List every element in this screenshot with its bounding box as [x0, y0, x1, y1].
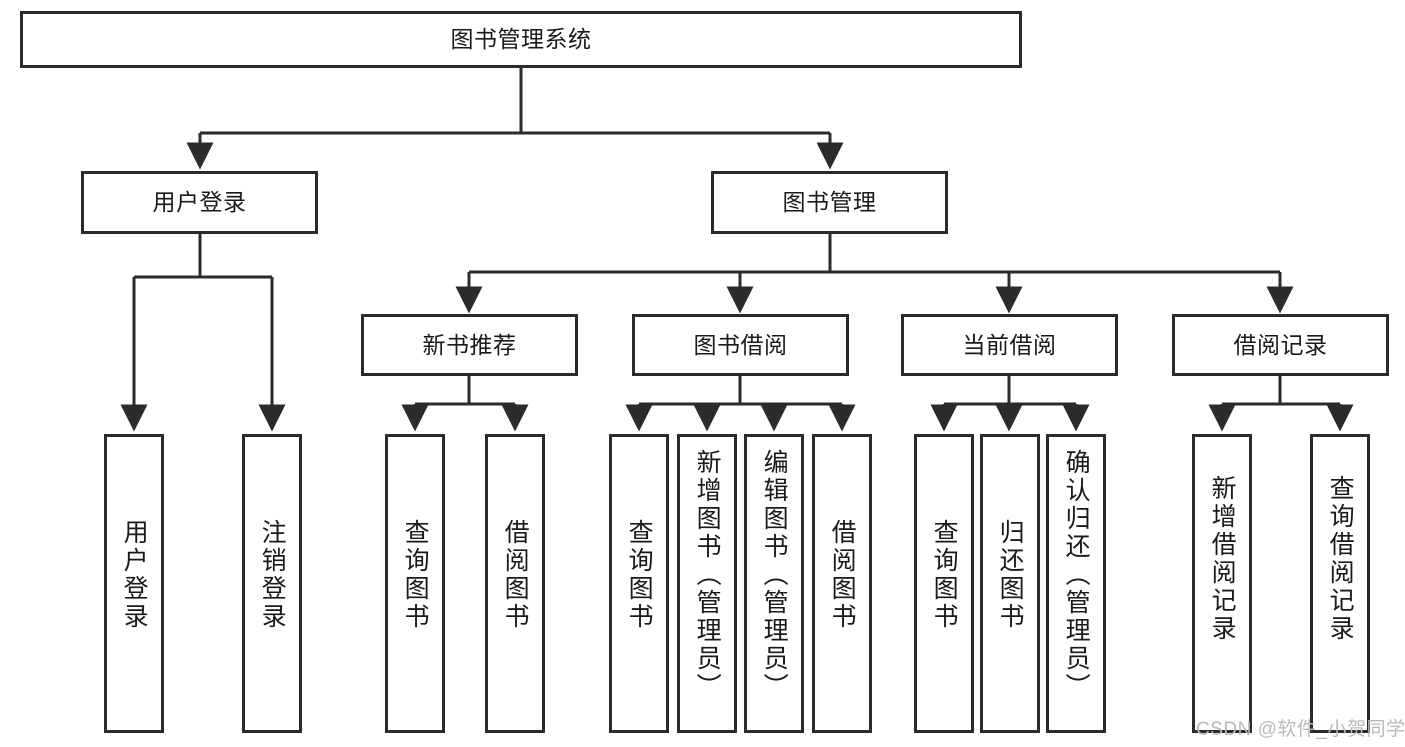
- node-leaf-borrow-book-2-label: 借阅图书: [828, 519, 857, 631]
- node-leaf-return-book-label: 归还图书: [996, 519, 1025, 631]
- node-leaf-confirm-return-label: 确认归还（管理员）: [1062, 449, 1091, 701]
- node-book-borrow-label: 图书借阅: [693, 331, 788, 358]
- node-root-label: 图书管理系统: [450, 26, 592, 53]
- node-leaf-query-book-1[interactable]: 查询图书: [385, 434, 445, 733]
- node-book-manage[interactable]: 图书管理: [711, 171, 948, 234]
- node-new-book-recommend-label: 新书推荐: [422, 331, 517, 358]
- node-leaf-add-book[interactable]: 新增图书（管理员）: [677, 434, 737, 733]
- watermark-text: CSDN @软件_小贺同学: [1196, 719, 1405, 740]
- node-leaf-add-book-label: 新增图书（管理员）: [693, 449, 722, 701]
- node-book-manage-label: 图书管理: [782, 189, 877, 216]
- node-current-borrow-label: 当前借阅: [962, 331, 1057, 358]
- node-leaf-borrow-book-2[interactable]: 借阅图书: [812, 434, 872, 733]
- node-borrow-record-label: 借阅记录: [1233, 331, 1328, 358]
- node-leaf-query-book-2[interactable]: 查询图书: [609, 434, 669, 733]
- node-leaf-query-book-3[interactable]: 查询图书: [914, 434, 974, 733]
- node-leaf-borrow-book-1[interactable]: 借阅图书: [485, 434, 545, 733]
- node-root[interactable]: 图书管理系统: [20, 11, 1022, 68]
- node-leaf-edit-book-label: 编辑图书（管理员）: [760, 449, 789, 701]
- node-leaf-user-login[interactable]: 用户登录: [104, 434, 164, 733]
- node-leaf-add-record-label: 新增借阅记录: [1208, 475, 1237, 643]
- node-leaf-query-record[interactable]: 查询借阅记录: [1310, 434, 1370, 733]
- node-user-login-label: 用户登录: [152, 189, 247, 216]
- node-leaf-edit-book[interactable]: 编辑图书（管理员）: [744, 434, 804, 733]
- node-leaf-query-book-1-label: 查询图书: [401, 519, 430, 631]
- node-leaf-logout-label: 注销登录: [258, 519, 287, 631]
- node-current-borrow[interactable]: 当前借阅: [901, 314, 1118, 376]
- node-book-borrow[interactable]: 图书借阅: [632, 314, 849, 376]
- node-leaf-confirm-return[interactable]: 确认归还（管理员）: [1046, 434, 1106, 733]
- node-leaf-user-login-label: 用户登录: [120, 519, 149, 631]
- node-leaf-query-book-2-label: 查询图书: [625, 519, 654, 631]
- node-new-book-recommend[interactable]: 新书推荐: [361, 314, 578, 376]
- node-user-login[interactable]: 用户登录: [81, 171, 318, 234]
- node-leaf-query-record-label: 查询借阅记录: [1326, 475, 1355, 643]
- node-borrow-record[interactable]: 借阅记录: [1172, 314, 1389, 376]
- node-leaf-add-record[interactable]: 新增借阅记录: [1192, 434, 1252, 733]
- node-leaf-borrow-book-1-label: 借阅图书: [501, 519, 530, 631]
- node-leaf-return-book[interactable]: 归还图书: [980, 434, 1040, 733]
- node-leaf-query-book-3-label: 查询图书: [930, 519, 959, 631]
- node-leaf-logout[interactable]: 注销登录: [242, 434, 302, 733]
